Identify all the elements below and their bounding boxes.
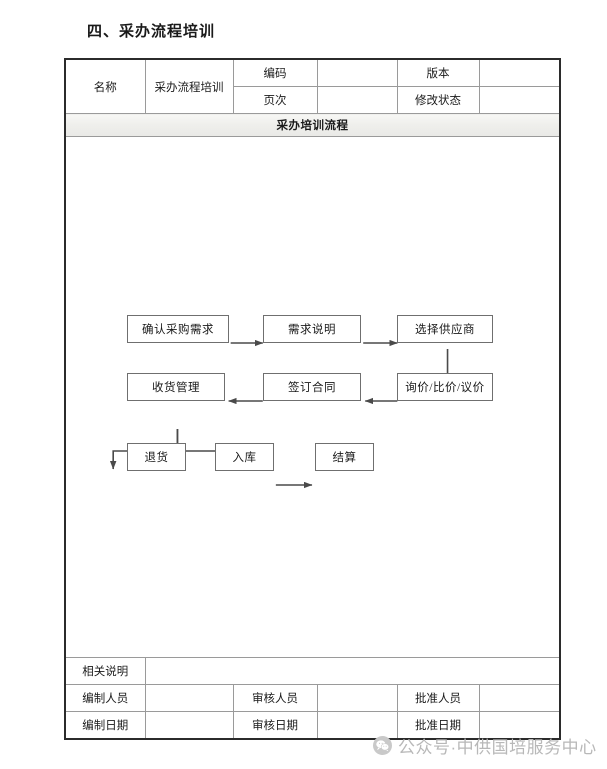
procurement-form-table: 名称 采办流程培训 编码 版本 页次 修改状态 采办培训流程	[64, 58, 561, 740]
flow-node-confirm-demand: 确认采购需求	[127, 315, 229, 343]
flow-banner-title: 采办培训流程	[64, 113, 561, 137]
flow-node-demand-spec: 需求说明	[263, 315, 361, 343]
cell-approve-date-value[interactable]	[478, 711, 561, 740]
cell-version-label: 版本	[396, 58, 480, 87]
table-row-dates: 编制日期 审核日期 批准日期	[64, 711, 561, 740]
table-row-name-code-version: 名称 采办流程培训 编码 版本	[64, 58, 561, 114]
cell-page-label: 页次	[232, 86, 318, 114]
flow-node-label: 询价/比价/议价	[405, 382, 485, 394]
flow-node-stock-in: 入库	[215, 443, 274, 471]
cell-remarks-value[interactable]	[144, 657, 561, 685]
cell-remarks-label: 相关说明	[64, 657, 146, 685]
cell-preparer-label: 编制人员	[64, 684, 146, 712]
cell-page-value[interactable]	[316, 86, 398, 114]
cell-prepare-date-label: 编制日期	[64, 711, 146, 740]
cell-revision-value[interactable]	[478, 86, 561, 114]
flow-node-label: 入库	[232, 452, 257, 464]
flow-node-label: 退货	[144, 452, 169, 464]
flow-node-settlement: 结算	[315, 443, 374, 471]
cell-code-value[interactable]	[316, 58, 398, 87]
cell-approver-label: 批准人员	[396, 684, 480, 712]
flow-node-label: 收货管理	[152, 382, 200, 394]
cell-review-date-value[interactable]	[316, 711, 398, 740]
cell-approve-date-label: 批准日期	[396, 711, 480, 740]
cell-preparer-value[interactable]	[144, 684, 234, 712]
flow-node-label: 选择供应商	[415, 324, 475, 336]
flow-node-sign-contract: 签订合同	[263, 373, 361, 401]
flow-node-return-goods: 退货	[127, 443, 186, 471]
cell-approver-value[interactable]	[478, 684, 561, 712]
page-title: 四、采办流程培训	[87, 23, 216, 40]
cell-name-value: 采办流程培训	[144, 58, 234, 114]
flow-node-label: 签订合同	[288, 382, 336, 394]
cell-reviewer-value[interactable]	[316, 684, 398, 712]
cell-version-value[interactable]	[478, 58, 561, 87]
flow-node-select-supplier: 选择供应商	[397, 315, 493, 343]
cell-code-label: 编码	[232, 58, 318, 87]
table-row-remarks: 相关说明	[64, 657, 561, 685]
flow-node-label: 确认采购需求	[142, 324, 214, 336]
cell-reviewer-label: 审核人员	[232, 684, 318, 712]
cell-prepare-date-value[interactable]	[144, 711, 234, 740]
flow-node-price-inquiry: 询价/比价/议价	[397, 373, 493, 401]
flow-node-label: 需求说明	[288, 324, 336, 336]
flowchart: 确认采购需求 需求说明 选择供应商询价/比价/议价 签订合同 收货管理退货 入库 结算	[66, 137, 559, 657]
table-row-flow-canvas: 确认采购需求 需求说明 选择供应商询价/比价/议价 签订合同 收货管理退货 入库 结算	[64, 136, 561, 658]
cell-name-label: 名称	[64, 58, 146, 114]
cell-revision-label: 修改状态	[396, 86, 480, 114]
flow-node-label: 结算	[332, 452, 357, 464]
table-row-personnel: 编制人员 审核人员 批准人员	[64, 684, 561, 712]
flowchart-canvas-cell: 确认采购需求 需求说明 选择供应商询价/比价/议价 签订合同 收货管理退货 入库 结算	[64, 136, 561, 658]
cell-review-date-label: 审核日期	[232, 711, 318, 740]
flow-node-receiving-mgmt: 收货管理	[127, 373, 225, 401]
table-row-banner: 采办培训流程	[64, 113, 561, 137]
